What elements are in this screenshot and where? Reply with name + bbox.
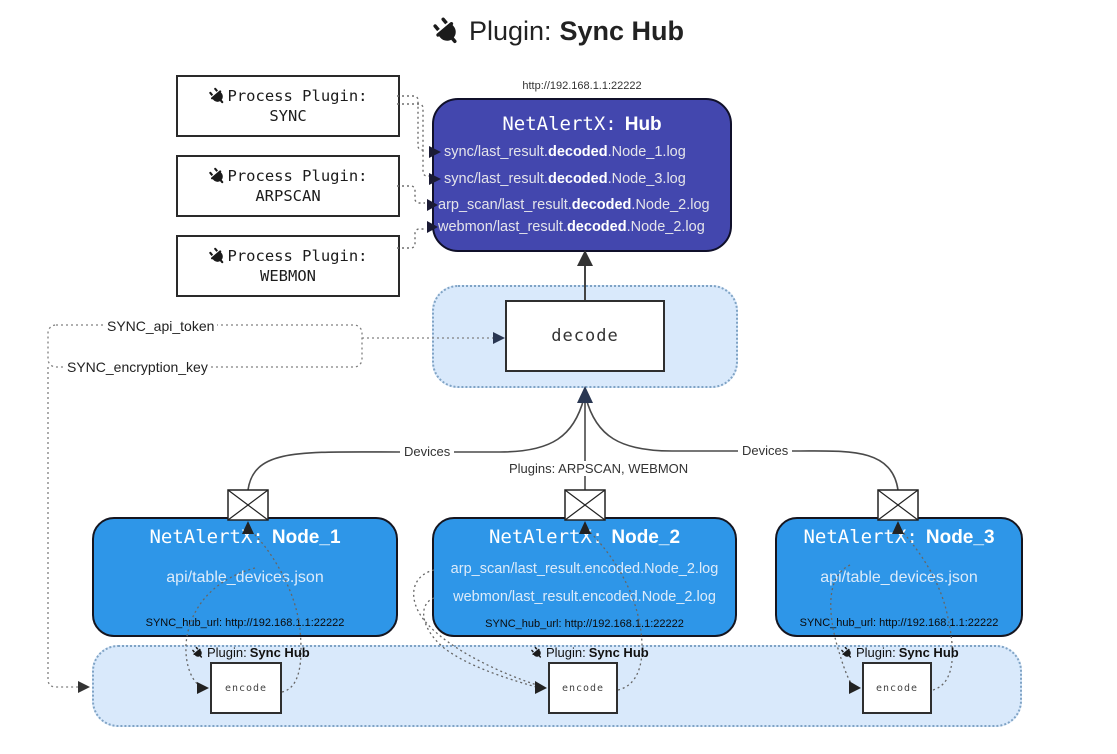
edge-webmon [397, 228, 425, 249]
encode-box: encode [862, 662, 932, 714]
node-hub-url: SYNC_hub_url: http://192.168.1.1:22222 [485, 618, 684, 630]
hub-log-line: arp_scan/last_result.decoded.Node_2.log [438, 197, 710, 213]
plug-icon [433, 16, 457, 43]
arrowhead-into-hub [577, 250, 593, 266]
arrowhead-into-encode-panel [78, 681, 90, 693]
envelope-icon [564, 489, 606, 521]
page-title-prefix: Plugin: [468, 16, 552, 46]
hub-log-line: sync/last_result.decoded.Node_3.log [444, 171, 686, 187]
edge-sync-node1 [397, 95, 426, 151]
encode-plugin-label: Plugin:Sync Hub [531, 645, 649, 660]
plug-icon [208, 247, 223, 263]
page-title: Plugin: Sync Hub [0, 16, 1117, 47]
process-plugin-name: WEBMON [260, 267, 316, 285]
node-title: NetAlertX:Node_1 [149, 526, 341, 548]
encode-box: encode [210, 662, 282, 714]
page-title-name: Sync Hub [559, 16, 685, 46]
hub-log-line: webmon/last_result.decoded.Node_2.log [438, 219, 705, 235]
plug-icon [208, 87, 223, 103]
node-hub-url: SYNC_hub_url: http://192.168.1.1:22222 [145, 617, 345, 629]
node-file: webmon/last_result.encoded.Node_2.log [453, 589, 716, 605]
process-plugin-box-sync: Process Plugin: SYNC [176, 75, 400, 137]
envelope-icon [877, 489, 919, 521]
encode-plugin-label: Plugin:Sync Hub [841, 645, 959, 660]
process-plugin-name: ARPSCAN [255, 187, 321, 205]
decode-box: decode [505, 300, 665, 372]
process-plugin-name: SYNC [269, 107, 307, 125]
plugins-edge-label: Plugins: ARPSCAN, WEBMON [505, 461, 693, 476]
hub-log-line: sync/last_result.decoded.Node_1.log [444, 144, 686, 160]
process-plugin-label: Process Plugin: [227, 247, 368, 265]
node-title: NetAlertX:Node_3 [803, 526, 995, 548]
node-file: api/table_devices.json [166, 569, 324, 586]
process-plugin-box-arpscan: Process Plugin: ARPSCAN [176, 155, 400, 217]
edge-arpscan [397, 185, 425, 204]
node-box-node-3 [775, 517, 1023, 637]
sync-encryption-key-label: SYNC_encryption_key [64, 359, 211, 375]
encode-box: encode [548, 662, 618, 714]
plugin-to-hub-edges [397, 95, 429, 249]
sync-api-token-label: SYNC_api_token [104, 318, 218, 334]
encode-plugin-label: Plugin:Sync Hub [192, 645, 310, 660]
node-title: NetAlertX:Node_2 [488, 526, 681, 548]
edge-key-to-encode-panel [47, 367, 78, 688]
process-plugin-box-webmon: Process Plugin: WEBMON [176, 235, 400, 297]
envelope-icons [227, 489, 919, 521]
arrowhead-into-decode-panel [577, 386, 593, 403]
hub-box [432, 98, 732, 252]
devices-edge-label: Devices [400, 444, 455, 459]
plug-icon [841, 646, 852, 658]
node-file: api/table_devices.json [820, 569, 978, 586]
hub-title-name: Hub [624, 114, 662, 135]
edge-sync-node3 [397, 103, 429, 177]
hub-title: NetAlertX: Hub [432, 113, 732, 136]
plug-icon [192, 646, 203, 658]
plug-icon [531, 646, 542, 658]
plug-icon [208, 167, 223, 183]
devices-edge-label: Devices [738, 443, 793, 458]
process-plugin-label: Process Plugin: [227, 87, 368, 105]
hub-title-prefix: NetAlertX: [502, 113, 617, 135]
node-file: arp_scan/last_result.encoded.Node_2.log [450, 561, 719, 577]
hub-url-label: http://192.168.1.1:22222 [522, 80, 642, 92]
process-plugin-label: Process Plugin: [227, 167, 368, 185]
envelope-icon [227, 489, 269, 521]
node-hub-url: SYNC_hub_url: http://192.168.1.1:22222 [799, 617, 999, 629]
